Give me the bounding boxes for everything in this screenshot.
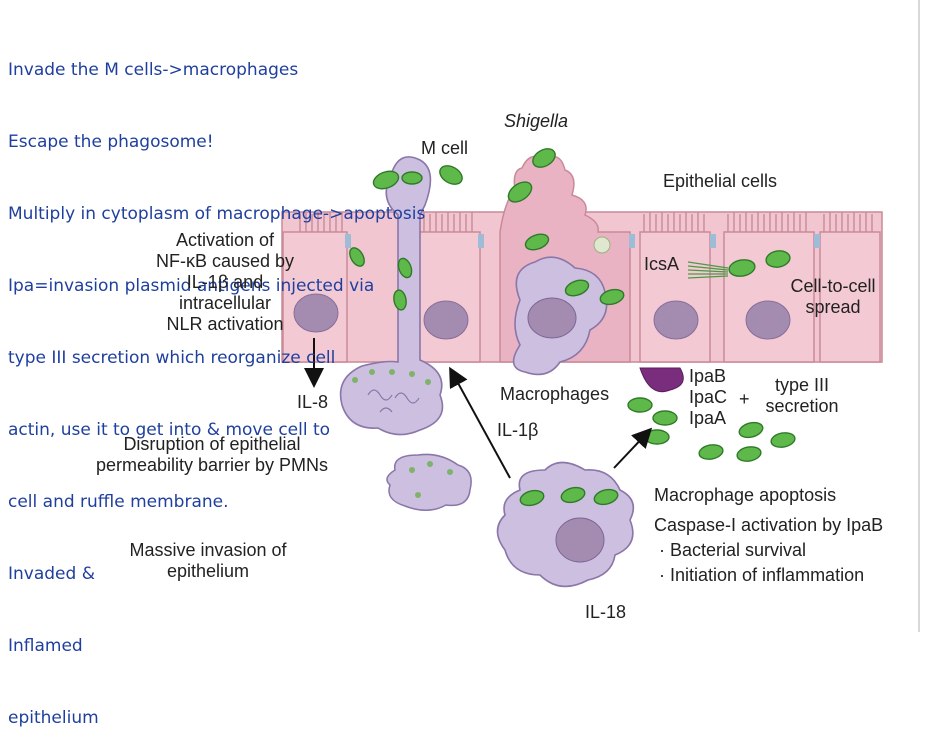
epithelial-layer: [281, 155, 883, 363]
disruption-line: permeability barrier by PMNs: [95, 455, 329, 475]
note-line: Escape the phagosome!: [8, 132, 214, 152]
plus-sign: +: [739, 389, 750, 409]
note-line: cell and ruffle membrane.: [8, 492, 229, 512]
ipab-label: IpaB: [689, 366, 727, 386]
macrophages-label: Macrophages: [500, 384, 610, 404]
cell-to-cell-label: Cell-to-cell spread: [774, 276, 892, 318]
note-line: type III secretion which reorganize cell: [8, 348, 336, 368]
ipac-label: IpaC: [689, 387, 728, 407]
pathogenesis-diagram: [281, 148, 883, 588]
icsa-actin-tail: [687, 261, 729, 279]
disruption-line: Disruption of epithelial: [123, 434, 301, 454]
ipa-arrow: [613, 427, 653, 469]
note-line: Multiply in cytoplasm of macrophage->apo…: [8, 204, 426, 224]
inflammation-bullet: · Initiation of inflammation: [659, 565, 865, 585]
ipa-injected-cell: [639, 367, 684, 393]
il1b-arrow: [449, 366, 511, 479]
epithelial-cell: [639, 231, 711, 363]
microvilli: [299, 212, 873, 232]
note-line: Invaded &: [8, 564, 95, 584]
notes-list: Invade the M cells->macrophages Escape t…: [8, 10, 425, 754]
activation-line: Activation of: [175, 230, 275, 250]
il1b-label: IL-1β: [497, 420, 539, 440]
cell-to-cell-line: Cell-to-cell: [790, 276, 876, 296]
epithelial-cell: [723, 231, 815, 363]
pmn-1: [386, 453, 472, 511]
m-cell: [339, 156, 444, 436]
epithelial-cell: [819, 231, 881, 363]
ipaa-label: IpaA: [689, 408, 727, 428]
slide-right-border: [918, 0, 920, 632]
nuclei: [293, 293, 791, 340]
epithelial-cells-label: Epithelial cells: [663, 171, 778, 191]
disruption-label: Disruption of epithelial permeability ba…: [74, 434, 350, 476]
type3-line: type III: [774, 375, 830, 395]
il8-label: IL-8: [297, 392, 329, 412]
bacterial-survival-bullet: · Bacterial survival: [659, 540, 807, 560]
type3-secretion-label: type III secretion: [752, 375, 852, 417]
type3-line: secretion: [765, 396, 839, 416]
macrophage-apoptosis-label: Macrophage apoptosis: [654, 485, 837, 505]
il18-label: IL-18: [585, 602, 627, 622]
icsa-label: IcsA: [644, 254, 680, 274]
note-line: Invade the M cells->macrophages: [8, 60, 299, 80]
caspase-label: Caspase-I activation by IpaB: [654, 515, 884, 535]
massive-invasion-label: Massive invasion of epithelium: [108, 540, 308, 582]
activation-line: IL-1β and: [186, 272, 264, 292]
cell-to-cell-line: spread: [805, 297, 861, 317]
activation-line: NF-κB caused by: [155, 251, 295, 271]
note-line: actin, use it to get into & move cell to: [8, 420, 331, 440]
massive-line: epithelium: [166, 561, 250, 581]
note-line: Ipa=invasion plasmid antigens injected v…: [8, 276, 375, 296]
activation-label: Activation of NF-κB caused by IL-1β and …: [140, 230, 310, 335]
activation-line: intracellular: [178, 293, 272, 313]
arrows: [304, 338, 653, 479]
m-cell-label: M cell: [421, 138, 469, 158]
note-line: epithelium: [8, 708, 99, 728]
massive-line: Massive invasion of: [129, 540, 287, 560]
activation-line: NLR activation: [166, 314, 284, 334]
epithelial-cell: [413, 231, 481, 363]
apoptotic-macrophage: [496, 461, 635, 588]
shigella-label: Shigella: [504, 111, 569, 131]
note-line: Inflamed: [8, 636, 83, 656]
